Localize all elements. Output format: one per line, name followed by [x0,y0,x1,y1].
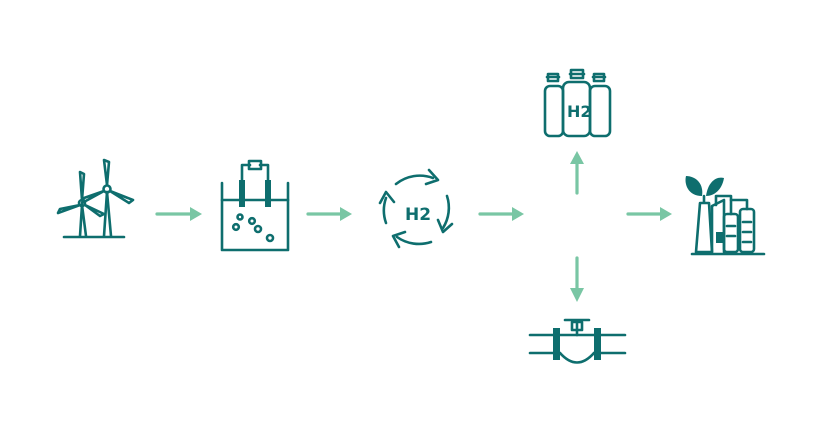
flow-arrow-2 [306,207,352,221]
flow-arrow-down [570,256,584,302]
cylinder-h2-label: H2 [567,102,592,121]
green-factory-icon [685,176,766,256]
electrolyzer-icon [220,159,290,252]
flow-arrow-1 [155,207,202,221]
flow-arrow-up [570,151,584,195]
pipeline-valve-icon [528,318,627,364]
flow-arrow-4 [626,207,672,221]
hydrogen-cycle-icon: H2 [378,168,454,249]
wind-turbines-icon [56,158,135,239]
cycle-h2-label: H2 [405,205,431,225]
gas-cylinders-icon: H2 [543,68,612,138]
flow-arrow-3 [478,207,524,221]
